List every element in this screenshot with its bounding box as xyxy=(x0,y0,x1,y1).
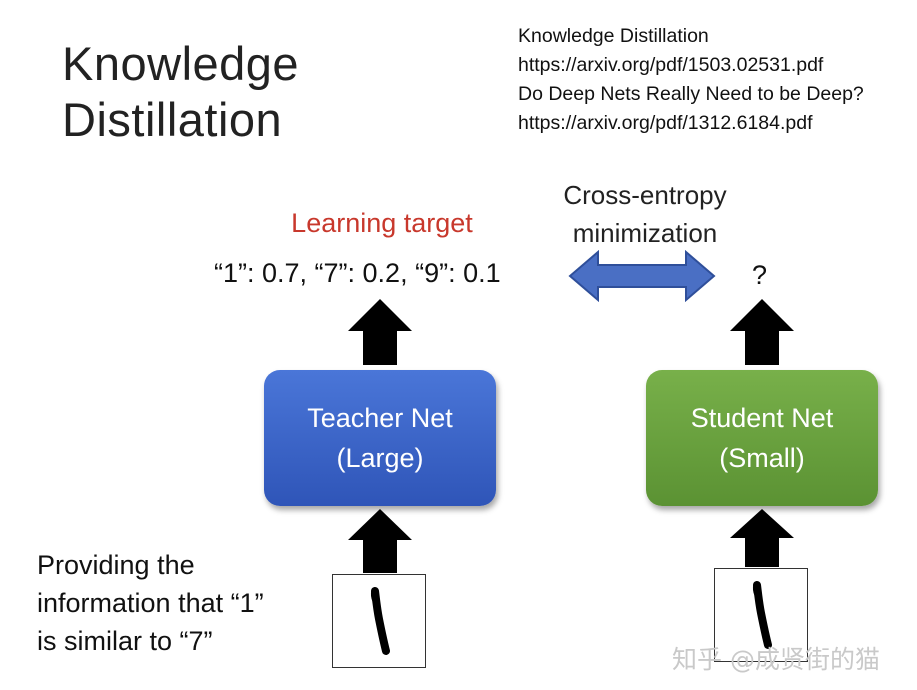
handwritten-digit-icon xyxy=(370,587,390,655)
cross-entropy-line-2: minimization xyxy=(572,218,718,248)
watermark-text: 知乎 @成贤街的猫 xyxy=(672,645,880,674)
up-arrow-icon xyxy=(348,299,412,365)
cross-entropy-label: Cross-entropy minimization xyxy=(535,176,755,252)
providing-line: information that “1” xyxy=(37,588,264,618)
up-arrow-icon xyxy=(348,509,412,573)
digit-image xyxy=(332,574,426,668)
up-arrow-icon xyxy=(730,299,794,365)
cross-entropy-line-1: Cross-entropy xyxy=(563,180,727,210)
providing-line: is similar to “7” xyxy=(37,626,213,656)
handwritten-digit-icon xyxy=(752,581,772,649)
learning-target-label: Learning target xyxy=(291,208,473,238)
reference-line: Do Deep Nets Really Need to be Deep? xyxy=(518,83,864,105)
teacher-net-size: (Large) xyxy=(336,443,424,473)
reference-link: https://arxiv.org/pdf/1503.02531.pdf xyxy=(518,54,824,76)
student-net-size: (Small) xyxy=(719,443,805,473)
up-arrow-icon xyxy=(730,509,794,567)
references: Knowledge Distillation https://arxiv.org… xyxy=(518,22,864,138)
slide-title: Knowledge Distillation xyxy=(62,37,300,146)
reference-line: Knowledge Distillation xyxy=(518,25,709,47)
providing-information-text: Providing the information that “1” is si… xyxy=(37,546,264,660)
teacher-net-label: Teacher Net xyxy=(307,403,453,433)
double-arrow-icon xyxy=(568,250,716,302)
student-net-label: Student Net xyxy=(690,403,834,433)
digit-image xyxy=(714,568,808,662)
reference-link: https://arxiv.org/pdf/1312.6184.pdf xyxy=(518,112,813,134)
teacher-output-probabilities: “1”: 0.7, “7”: 0.2, “9”: 0.1 xyxy=(214,258,501,288)
teacher-net-box: Teacher Net (Large) xyxy=(264,370,496,506)
providing-line: Providing the xyxy=(37,550,195,580)
student-net-box: Student Net (Small) xyxy=(646,370,878,506)
student-output: ? xyxy=(752,260,768,290)
